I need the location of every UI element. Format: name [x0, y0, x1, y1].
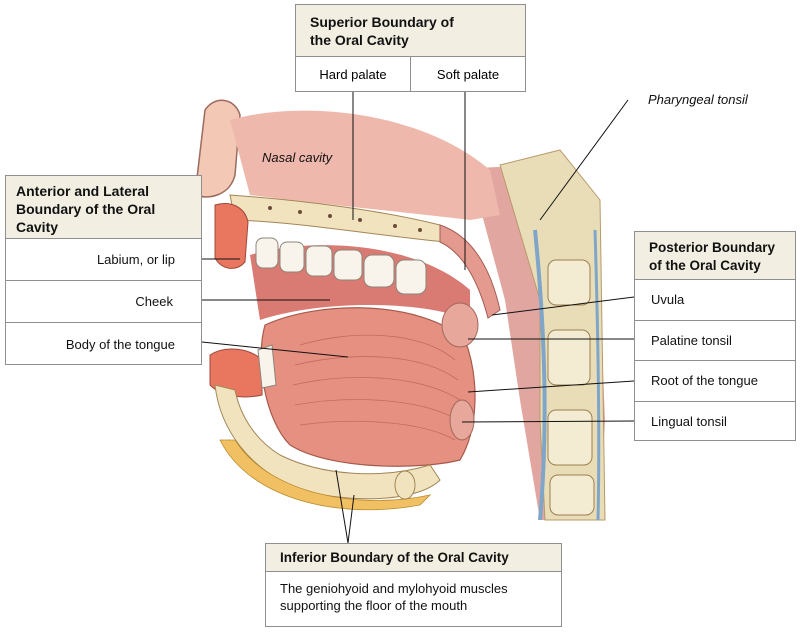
upper-tooth	[279, 241, 305, 273]
superior-boundary-title: Superior Boundary of the Oral Cavity	[296, 5, 525, 57]
upper-tooth	[255, 237, 279, 269]
anterior-title-line: Cavity	[16, 219, 59, 235]
inferior-desc-line: supporting the floor of the mouth	[280, 598, 468, 613]
uvula-label: Uvula	[635, 280, 795, 321]
posterior-title-line: Posterior Boundary	[649, 240, 776, 255]
lingual-tonsil-label: Lingual tonsil	[651, 414, 727, 430]
upper-lip	[214, 203, 249, 269]
posterior-title-line: of the Oral Cavity	[649, 258, 761, 273]
superior-boundary-box: Superior Boundary of the Oral Cavity Har…	[295, 4, 526, 92]
lower-tooth	[257, 344, 277, 389]
superior-title-line: the Oral Cavity	[310, 32, 409, 48]
inferior-boundary-description: The geniohyoid and mylohyoid muscles sup…	[266, 572, 561, 614]
vertebra	[547, 409, 593, 466]
nasal-outline	[194, 99, 241, 198]
hard-palate-label: Hard palate	[319, 67, 387, 82]
upper-tooth	[395, 259, 427, 295]
nasal-cavity	[230, 110, 500, 220]
palatine-tonsil-label: Palatine tonsil	[635, 321, 795, 361]
anterior-lateral-boundary-box: Anterior and Lateral Boundary of the Ora…	[5, 175, 202, 365]
lingual-tonsil	[449, 399, 475, 441]
mandible	[214, 384, 441, 500]
labium-label: Labium, or lip	[6, 239, 201, 281]
posterior-boundary-title: Posterior Boundary of the Oral Cavity	[635, 232, 795, 280]
nasal-cavity-label: Nasal cavity	[262, 150, 333, 165]
soft-palate	[439, 224, 501, 319]
inferior-boundary-box: Inferior Boundary of the Oral Cavity The…	[265, 543, 562, 627]
upper-tooth	[363, 254, 395, 288]
soft-palate-label: Soft palate	[410, 57, 525, 92]
anterior-title-line: Anterior and Lateral	[16, 183, 150, 199]
vertebra	[549, 474, 595, 516]
superior-title-line: Superior Boundary of	[310, 14, 454, 30]
vertebra	[547, 259, 591, 306]
anterior-title-line: Boundary of the Oral	[16, 201, 156, 217]
floor-of-mouth	[219, 439, 432, 511]
pharyngeal-tonsil-label: Pharyngeal tonsil	[648, 92, 748, 107]
upper-tooth	[305, 245, 333, 277]
hyoid-bone	[394, 470, 416, 500]
anterior-boundary-title: Anterior and Lateral Boundary of the Ora…	[6, 176, 201, 239]
posterior-boundary-box: Posterior Boundary of the Oral Cavity Uv…	[634, 231, 796, 441]
spinal-ligament	[533, 229, 547, 521]
cheek-label: Cheek	[6, 281, 201, 323]
body-of-tongue-label: Body of the tongue	[65, 336, 175, 352]
inferior-boundary-title: Inferior Boundary of the Oral Cavity	[266, 544, 561, 572]
vertebra	[547, 329, 591, 386]
tongue	[260, 307, 476, 467]
root-of-tongue-label: Root of the tongue	[635, 361, 795, 402]
spinal-ligament	[593, 229, 601, 521]
upper-tooth	[333, 249, 363, 281]
palatine-tonsil	[441, 302, 479, 348]
inferior-desc-line: The geniohyoid and mylohyoid muscles	[280, 581, 508, 596]
